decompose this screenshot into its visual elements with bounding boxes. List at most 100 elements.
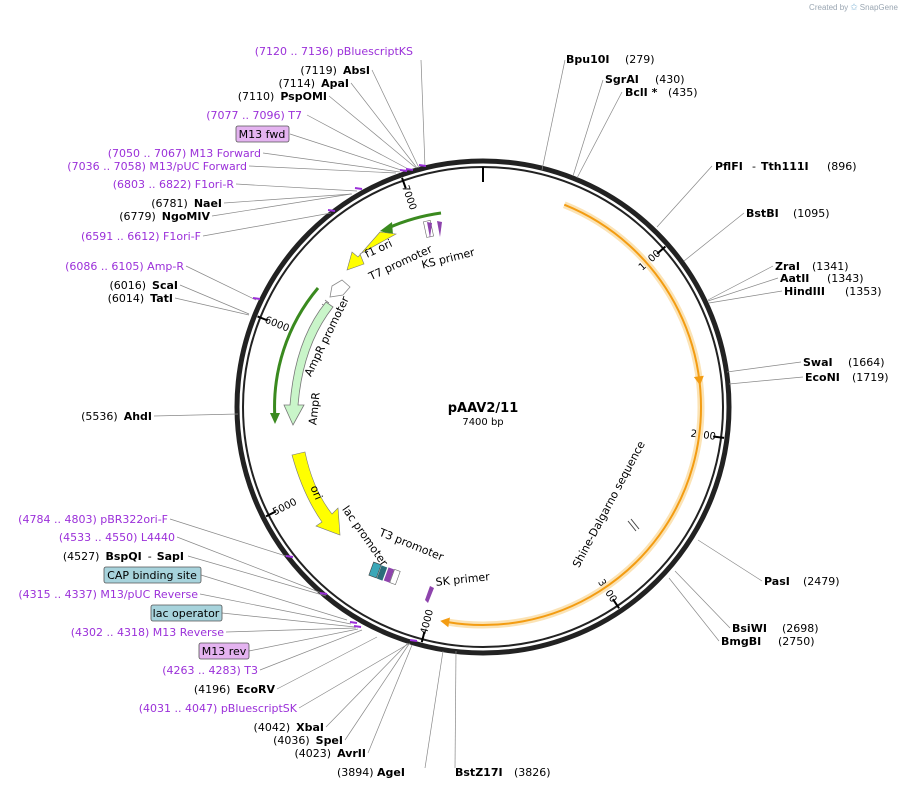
site-name: ApaI [321,77,349,90]
scale-tick [656,245,667,255]
f1-ori-arrowhead [380,222,393,235]
site-label-apai[interactable]: (7114)ApaI [279,77,349,90]
site-label-naei[interactable]: (6781)NaeI [151,197,222,210]
feature-label-m13-reverse[interactable]: (4302 .. 4318) M13 Reverse [71,626,224,639]
site-pos: (2750) [778,635,815,648]
site-label-absi[interactable]: (7119)AbsI [300,64,370,77]
leader-line [420,59,426,168]
left-site-labels: (7120 .. 7136) pBluescriptKS (7119)AbsI … [18,45,413,760]
leader-line [707,277,779,302]
sk-primer-mark [425,586,434,603]
site-name: SgrAI [605,73,639,86]
box-text: lac operator [153,607,220,620]
leader-line [276,636,378,690]
plasmid-size: 7400 bp [462,417,503,428]
site-name: BclI * [625,86,658,99]
right-site-labels: Bpu10I (279) SgrAI (430) BclI * (435) Pf… [337,53,889,779]
ampr-feature: AmpR [270,287,334,426]
feature-site-tick [399,169,408,172]
site-pos: (6014) [108,292,145,305]
leader-line [707,265,774,301]
leader-line [199,593,352,625]
site-label-pflfi-tth111i[interactable]: PflFI - Tth111I (896) [715,160,857,173]
feature-box-m13-rev[interactable]: M13 rev [198,642,250,660]
snapgene-logo-icon: ✩ [850,2,858,12]
feature-label-t7[interactable]: (7077 .. 7096) T7 [206,109,302,122]
site-label-hindiii[interactable]: HindIII (1353) [784,285,882,298]
site-label-spei[interactable]: (4036)SpeI [273,734,343,747]
feature-label-t3[interactable]: (4263 .. 4283) T3 [162,664,258,677]
site-label-bcli[interactable]: BclI * (435) [625,86,698,99]
site-pos: (6016) [109,279,146,292]
box-text: CAP binding site [107,569,197,582]
site-label-bsiwi[interactable]: BsiWI (2698) [732,622,819,635]
site-name: PflFI [715,160,743,173]
site-label-xbai[interactable]: (4042) XbaI [254,721,324,734]
leader-line [289,133,405,172]
leader-line [572,79,604,177]
site-label-avrii[interactable]: (4023)AvrII [295,747,366,760]
site-name: PspOMI [280,90,327,103]
feature-label-m13-puc-forward[interactable]: (7036 .. 7058) M13/pUC Forward [67,160,247,173]
feature-label-pbluescriptks[interactable]: (7120 .. 7136) pBluescriptKS [255,45,413,58]
site-label-pasi[interactable]: PasI (2479) [764,575,840,588]
feature-box-m13-fwd[interactable]: M13 fwd [235,125,290,143]
leader-line [223,193,353,204]
site-label-zrai[interactable]: ZraI (1341) [775,260,849,273]
t7-primer-mark [427,222,432,238]
box-background [103,566,202,584]
feature-label-pbluescriptsk[interactable]: (4031 .. 4047) pBluescriptSK [139,702,298,715]
site-label-swai[interactable]: SwaI (1664) [803,356,885,369]
site-name: HindIII [784,285,825,298]
site-label-bstz17i[interactable]: BstZ17I (3826) [455,766,551,779]
site-label-aatii[interactable]: AatII (1343) [780,272,864,285]
site-label-scai[interactable]: (6016)ScaI [109,279,178,292]
site-name-2: SapI [157,550,184,563]
feature-label-f1ori-r[interactable]: (6803 .. 6822) F1ori-R [113,178,235,191]
box-text: M13 fwd [239,128,286,141]
feature-box-lac-operator[interactable]: lac operator [150,604,223,622]
site-name: XbaI [296,721,324,734]
leader-line [298,642,411,709]
leader-line [185,265,257,301]
site-label-pspomi[interactable]: (7110)PspOMI [238,90,327,103]
site-label-sgrai[interactable]: SgrAI (430) [605,73,685,86]
site-label-ahdi[interactable]: (5536)AhdI [81,410,152,423]
site-pos: (1341) [812,260,849,273]
leader-line [728,376,804,385]
site-label-bspqi-sapi[interactable]: (4527)BspQI-SapI [63,550,184,563]
site-label-bpu10i[interactable]: Bpu10I (279) [566,53,655,66]
feature-label-amp-r[interactable]: (6086 .. 6105) Amp-R [65,260,184,273]
feature-label-m13-puc-reverse[interactable]: (4315 .. 4337) M13/pUC Reverse [18,588,198,601]
site-pos: (1095) [793,207,830,220]
feature-site-tick [319,592,328,595]
leader-line [248,165,397,174]
leader-line [176,536,325,595]
leader-line [674,570,731,629]
sk-primer-label: SK primer [435,570,491,589]
site-name: PasI [764,575,790,588]
site-name: NaeI [194,197,222,210]
feature-site-tick [252,297,261,300]
site-label-ngomiv[interactable]: (6779)NgoMIV [119,210,210,223]
site-label-bstbi[interactable]: BstBI (1095) [746,207,830,220]
leader-line [211,193,352,217]
feature-label-m13-forward[interactable]: (7050 .. 7067) M13 Forward [108,147,261,160]
site-label-econi[interactable]: EcoNI (1719) [805,371,889,384]
ori-label: ori [307,484,325,502]
site-pos: (4042) [254,721,291,734]
site-label-bmgbi[interactable]: BmgBI (2750) [721,635,815,648]
site-name: EcoNI [805,371,840,384]
feature-label-l4440[interactable]: (4533 .. 4550) L4440 [59,531,175,544]
plasmid-name: pAAV2/11 [448,401,519,416]
site-label-tati[interactable]: (6014)TatI [108,292,173,305]
leader-line [200,574,348,621]
feature-label-pbr322ori-f[interactable]: (4784 .. 4803) pBR322ori-F [18,513,168,526]
feature-box-cap-binding-site[interactable]: CAP binding site [103,566,202,584]
site-label-agei[interactable]: (3894) AgeI [337,766,405,779]
feature-label-f1ori-f[interactable]: (6591 .. 6612) F1ori-F [81,230,201,243]
site-label-ecorv[interactable]: (4196)EcoRV [194,683,276,696]
ori-feature: ori [291,451,341,536]
feature-site-tick [327,209,336,212]
